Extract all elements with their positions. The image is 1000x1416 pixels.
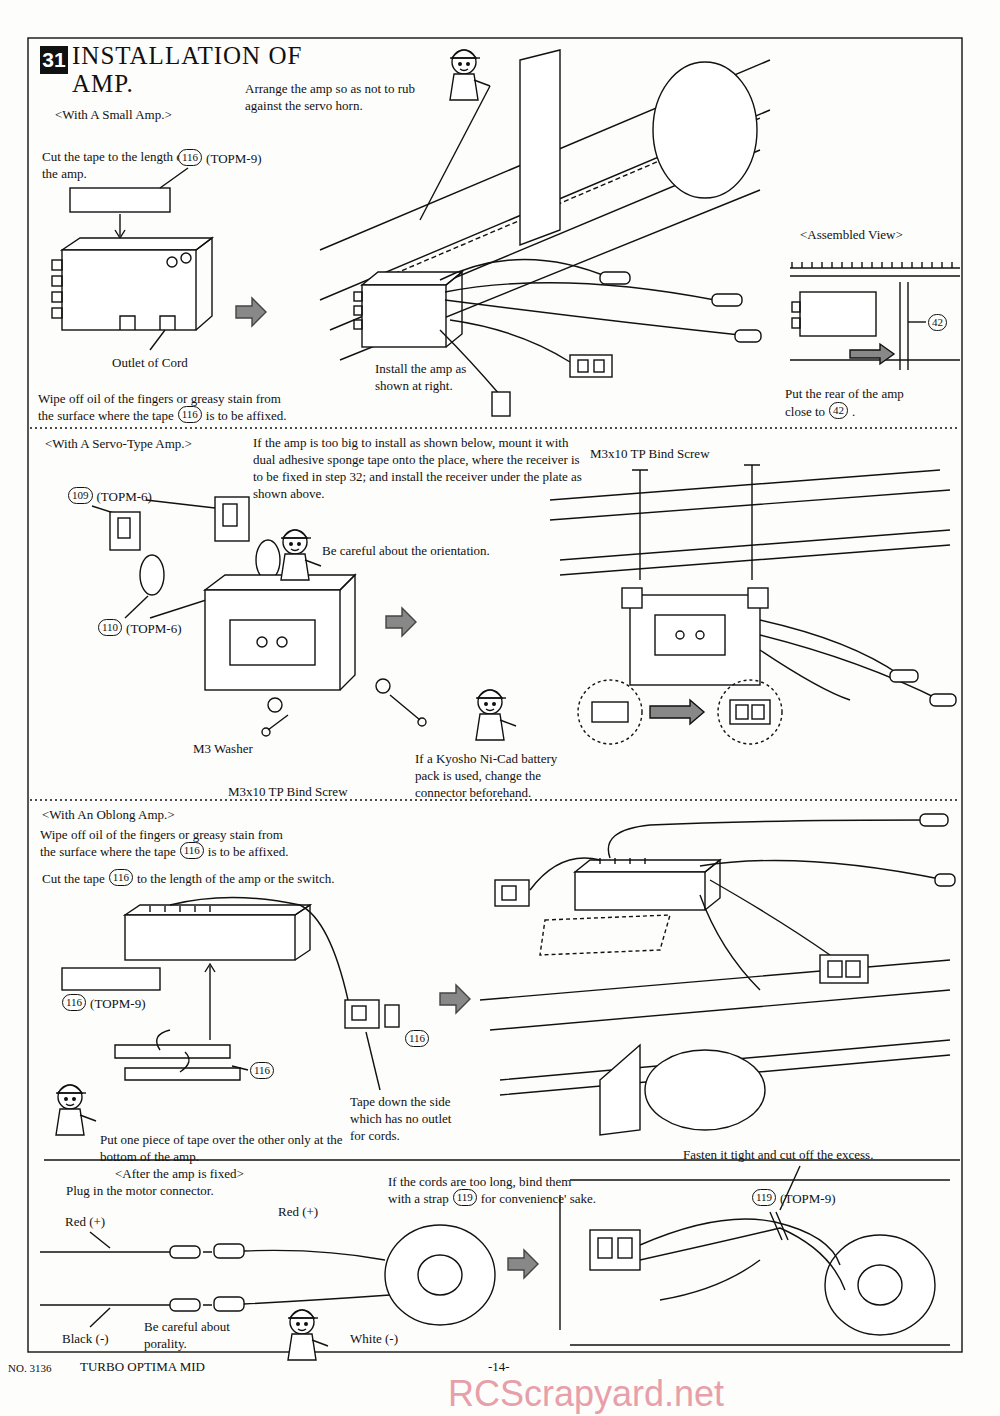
section-heading: <With A Servo-Type Amp.> [45, 435, 192, 452]
instruction-text: Be careful about porality. [144, 1318, 239, 1352]
instruction-text: to the length of the amp or the switch. [137, 870, 334, 887]
instruction-text: Outlet of Cord [112, 354, 188, 371]
part-number: 116 [182, 408, 198, 420]
instruction-text: Be careful about the orientation. [322, 542, 490, 559]
part-number: 110 [102, 621, 118, 633]
callout-number: 116 [62, 994, 86, 1011]
part-number: 119 [756, 1191, 772, 1203]
part-number: 116 [66, 996, 82, 1008]
callout-number: 119 [453, 1189, 477, 1206]
step-number: 31 [40, 46, 68, 74]
callout-number: 116 [405, 1030, 429, 1047]
instruction-text: Cut the tape [42, 870, 105, 887]
part-code: (TOPM-6) [97, 488, 152, 505]
part-number: 109 [72, 489, 89, 501]
part-name: M3x10 TP Bind Screw [228, 783, 348, 800]
part-number: 116 [182, 151, 198, 163]
part-number: 116 [113, 871, 129, 883]
part-number: 116 [184, 844, 200, 856]
part-code: (TOPM-6) [126, 620, 181, 637]
wire-label: Red (+) [278, 1203, 318, 1220]
wire-label: White (-) [350, 1330, 398, 1347]
callout-number: 116 [178, 406, 202, 423]
model-name: TURBO OPTIMA MID [80, 1358, 205, 1375]
instruction-text: is to be affixed. [208, 843, 289, 860]
instruction-text: Wipe off oil of the fingers or greasy st… [40, 826, 283, 843]
part-number: 119 [457, 1191, 473, 1203]
instruction-text: If the amp is too big to install as show… [253, 434, 588, 502]
instruction-text: Put one piece of tape over the other onl… [100, 1131, 350, 1165]
part-code: (TOPM-9) [206, 150, 261, 167]
callout-number: 42 [928, 314, 947, 331]
part-number: 42 [932, 316, 943, 328]
callout-number: 116 [178, 149, 202, 166]
callout-number: 116 [180, 842, 204, 859]
instruction-text: close to [785, 403, 825, 420]
callout-number: 116 [250, 1062, 274, 1079]
instruction-text: Plug in the motor connector. [66, 1182, 214, 1199]
watermark: RCScrapyard.net [448, 1374, 724, 1414]
instruction-text: Put the rear of the amp [785, 385, 904, 402]
instruction-text: If a Kyosho Ni-Cad battery pack is used,… [415, 750, 567, 801]
callout-number: 42 [829, 402, 848, 419]
section-heading: <After the amp is fixed> [115, 1165, 244, 1182]
instruction-text: the surface where the tape [40, 843, 176, 860]
part-code: (TOPM-9) [780, 1190, 835, 1207]
instruction-text: Install the amp as shown at right. [375, 360, 487, 394]
instruction-text: for convenience' sake. [481, 1190, 596, 1207]
instruction-text: is to be affixed. [206, 407, 287, 424]
model-number: NO. 3136 [8, 1361, 51, 1375]
instruction-text: Fasten it tight and cut off the excess. [683, 1146, 873, 1163]
callout-number: 119 [752, 1189, 776, 1206]
instruction-text: Wipe off oil of the fingers or greasy st… [38, 390, 281, 407]
instruction-text: If the cords are too long, bind them [388, 1173, 571, 1190]
callout-number: 116 [109, 869, 133, 886]
view-heading: <Assembled View> [800, 226, 903, 243]
callout-number: 110 [98, 619, 122, 636]
part-name: M3 Washer [193, 740, 253, 757]
part-number: 42 [833, 404, 844, 416]
wire-label: Black (-) [62, 1330, 109, 1347]
instruction-text: Tape down the side which has no outlet f… [350, 1093, 462, 1144]
instruction-text: . [852, 403, 855, 420]
callout-number: 109 [68, 487, 93, 504]
part-number: 116 [409, 1032, 425, 1044]
page-number: -14- [488, 1358, 510, 1375]
section-heading: <With A Small Amp.> [55, 106, 172, 123]
part-number: 116 [254, 1064, 270, 1076]
wire-label: Red (+) [65, 1213, 105, 1230]
part-code: (TOPM-9) [90, 995, 145, 1012]
instruction-text: with a strap [388, 1190, 449, 1207]
part-number: 31 [42, 48, 65, 71]
part-name: M3x10 TP Bind Screw [590, 445, 710, 462]
section-heading: <With An Oblong Amp.> [42, 806, 175, 823]
instruction-text: the surface where the tape [38, 407, 174, 424]
instruction-text: Arrange the amp so as not to rub against… [245, 80, 430, 114]
instruction-text: Cut the tape to the length of the amp. [42, 148, 192, 182]
